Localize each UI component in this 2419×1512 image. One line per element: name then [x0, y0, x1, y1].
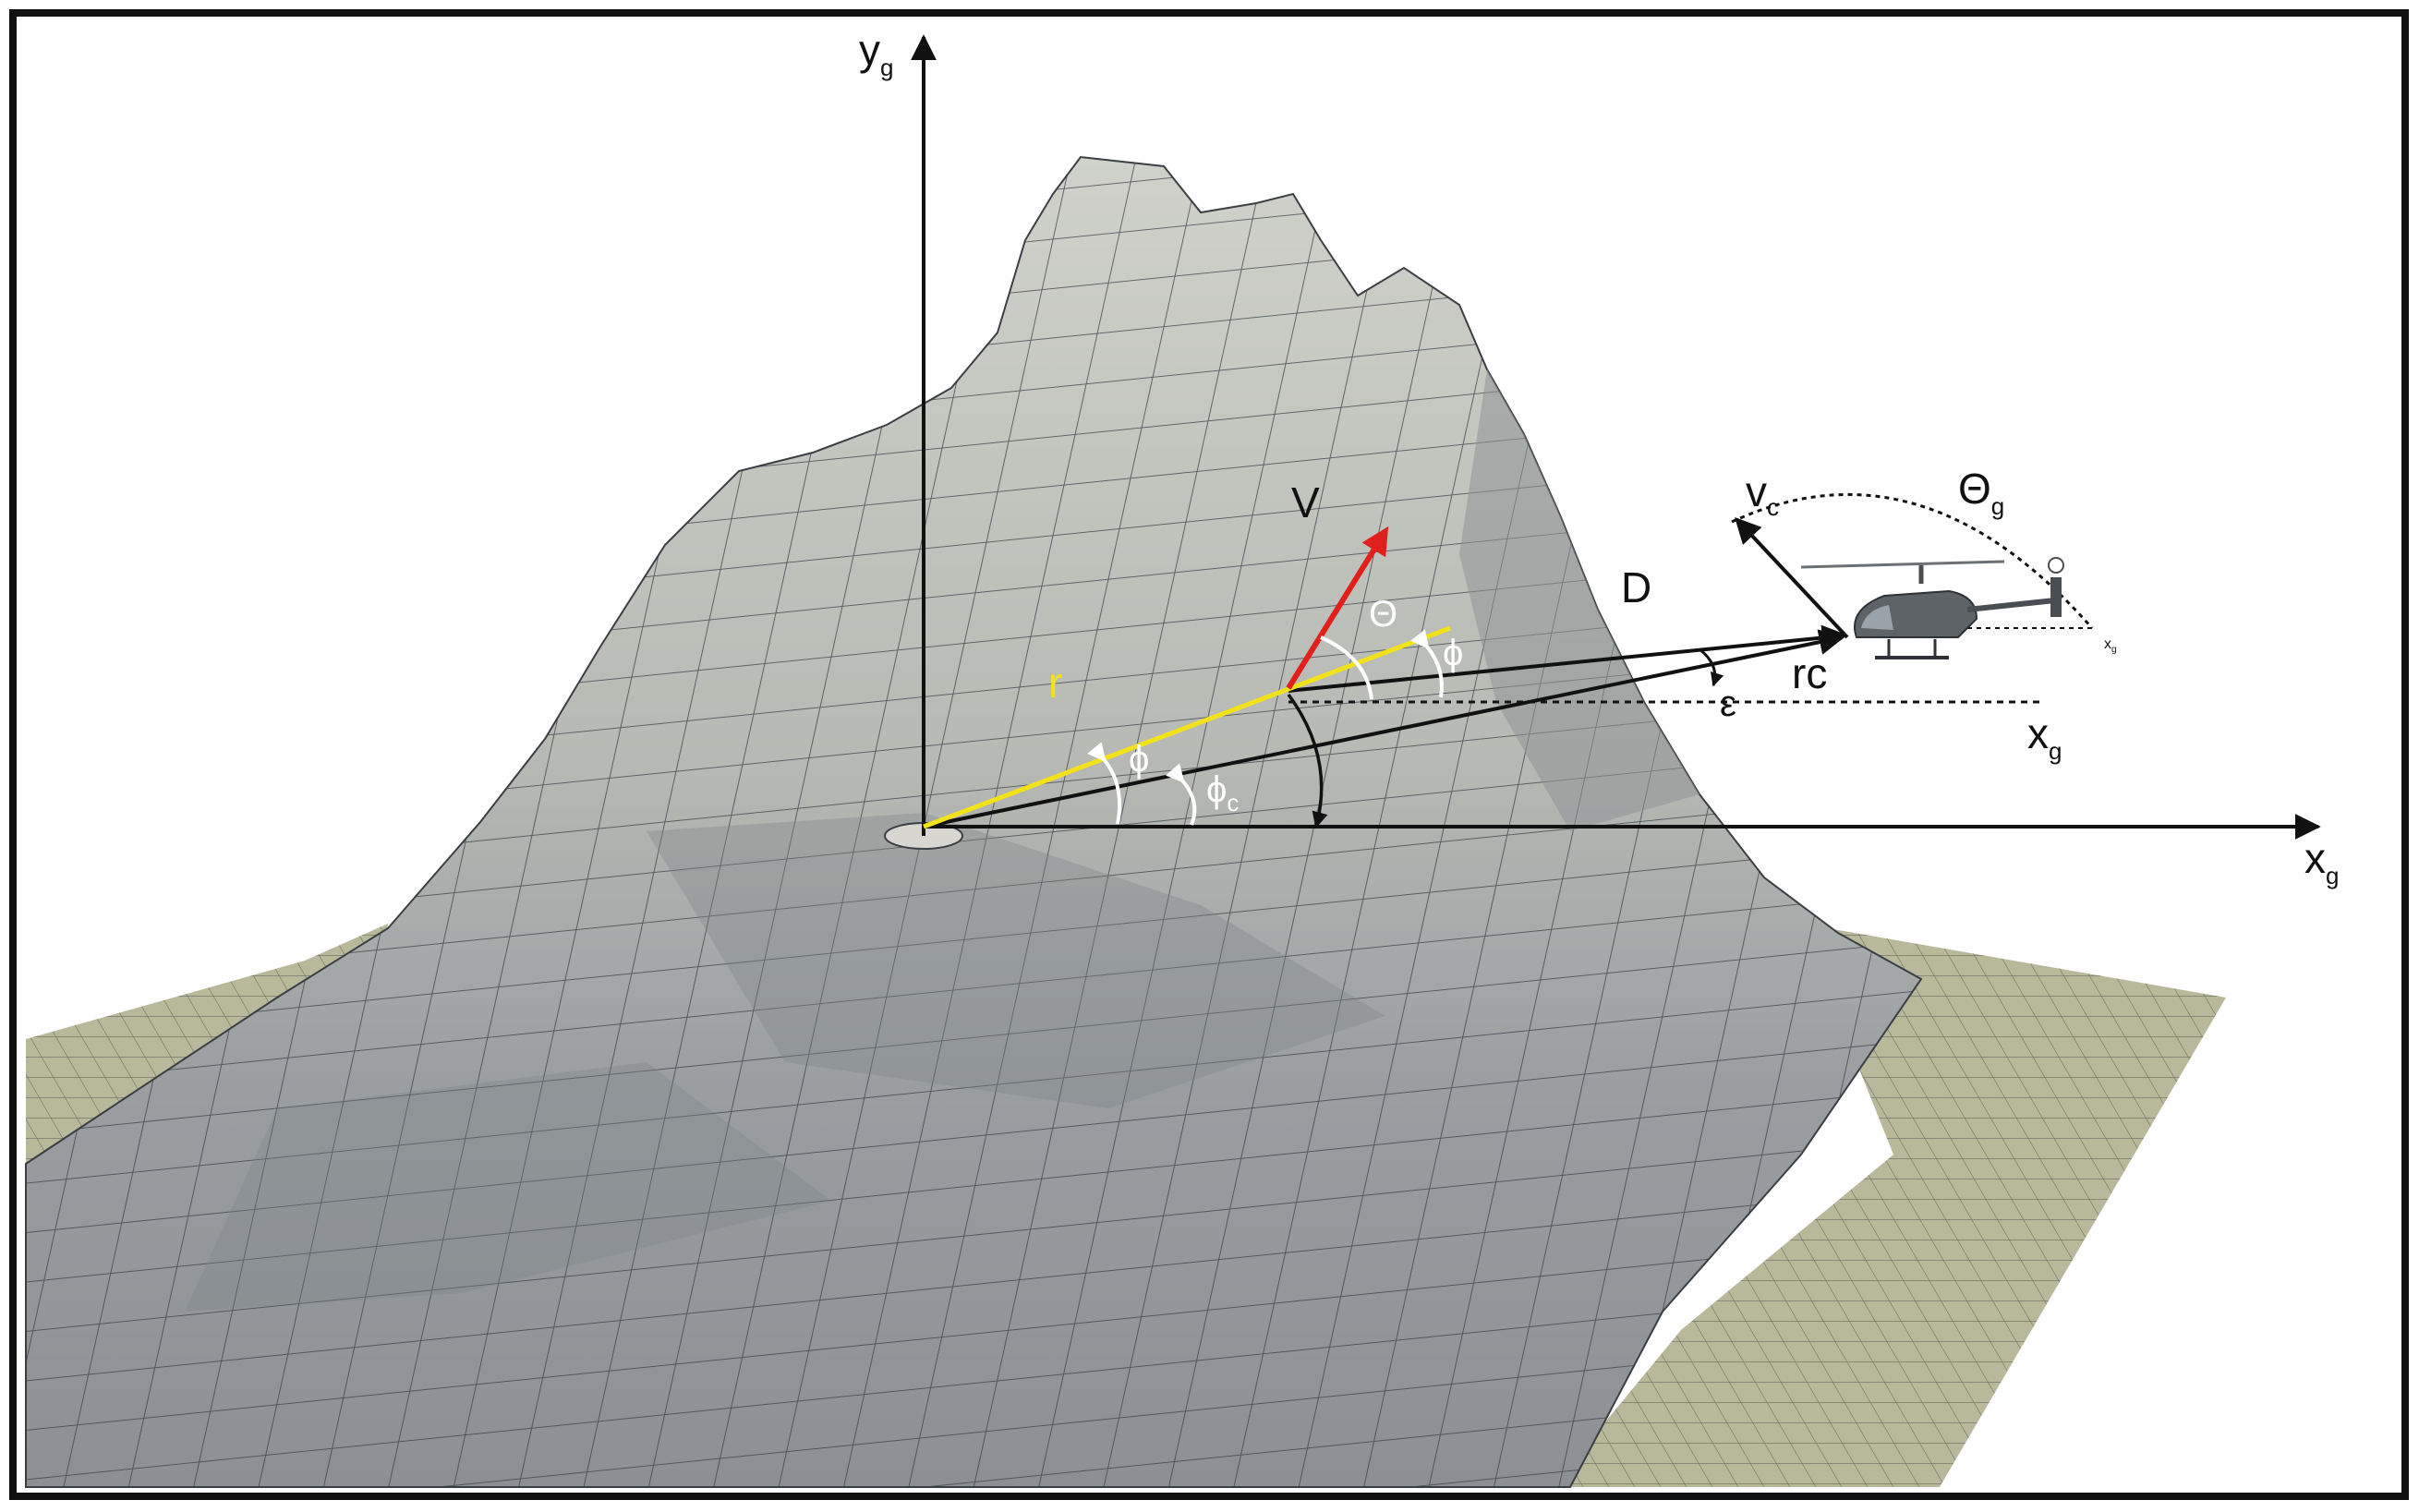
vc-label: vc: [1746, 467, 1779, 521]
velocity-label: V: [1291, 478, 1320, 526]
y-axis-label: yg: [859, 26, 893, 81]
terrain-mesh: [25, 155, 2226, 1488]
helicopter-group: vc Θg xg: [1731, 465, 2117, 659]
x-axis-label: xg: [2304, 834, 2339, 889]
rc-vector: [923, 629, 1845, 829]
epsilon-arc: [1699, 647, 1724, 687]
theta-arc: [1320, 635, 1373, 700]
theta-label: Θ: [1369, 594, 1397, 635]
xg-reference-label: xg: [2027, 709, 2062, 765]
epsilon-label: ε: [1720, 683, 1736, 724]
helicopter-xg-label: xg: [2104, 636, 2117, 655]
phi-label-top: ϕ: [1443, 633, 1463, 673]
theta-g-label: Θg: [1958, 465, 2004, 520]
distance-label: D: [1621, 563, 1651, 611]
range-c-label: rc: [1792, 649, 1827, 697]
helicopter-icon: [1800, 557, 2064, 659]
vc-vector: [1735, 516, 1849, 639]
range-r-label: r: [1048, 659, 1062, 707]
phi-c-arc: [1165, 763, 1197, 826]
phi-arc-top: [1410, 629, 1444, 698]
range-line-r: [923, 625, 1451, 829]
d-vector: [1288, 624, 1848, 693]
phi-c-label: ϕc: [1206, 769, 1239, 816]
phi-arc-lower: [1087, 742, 1122, 825]
phi-label-lower: ϕ: [1129, 739, 1149, 780]
velocity-vector: [1286, 526, 1389, 690]
elevation-arc: [1287, 693, 1328, 829]
